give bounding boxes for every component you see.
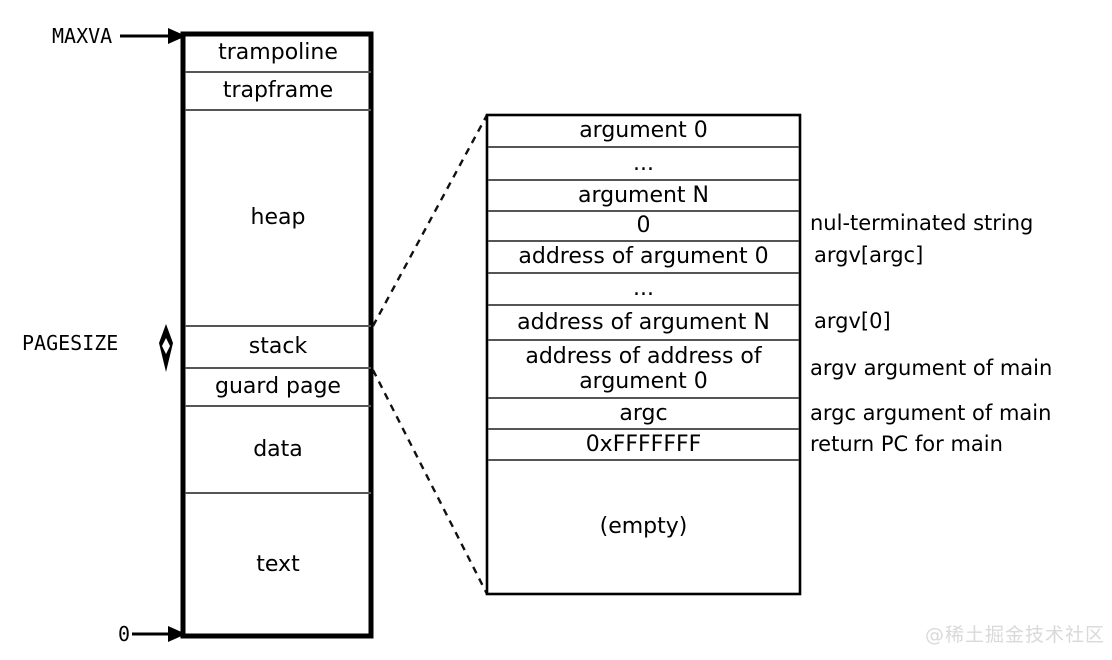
stack-detail-row-return-pc: 0xFFFFFFF xyxy=(585,431,702,457)
connector-bottom-dashed xyxy=(371,369,489,595)
stack-detail-row-argument-0: argument 0 xyxy=(579,118,708,144)
stack-detail-row-zero: 0 xyxy=(636,213,651,239)
zero-arrow-head xyxy=(168,626,186,642)
annotation-return-pc-for-main: return PC for main xyxy=(810,432,1003,456)
watermark: @稀土掘金技术社区 xyxy=(925,624,1106,646)
annotation-nul-terminated-string: nul-terminated string xyxy=(810,211,1034,235)
maxva-arrow-head xyxy=(168,28,186,44)
address-space-row-text: text xyxy=(256,551,300,577)
address-space-row-stack: stack xyxy=(248,334,308,360)
pagesize-label: PAGESIZE xyxy=(22,331,119,355)
maxva-label: MAXVA xyxy=(52,24,113,48)
annotation-argv-argument-of-main: argv argument of main xyxy=(810,356,1053,380)
annotation-argv-0: argv[0] xyxy=(814,309,891,333)
address-space-row-trapframe: trapframe xyxy=(222,78,334,104)
annotation-argv-argc: argv[argc] xyxy=(814,243,924,267)
address-space-row-guard-page: guard page xyxy=(215,374,341,400)
zero-label: 0 xyxy=(118,622,131,646)
annotation-argc-argument-of-main: argc argument of main xyxy=(810,401,1052,425)
stack-detail-row-argument-n: argument N xyxy=(577,182,710,208)
address-space-row-data: data xyxy=(253,436,303,462)
pagesize-double-arrow-inner xyxy=(162,338,170,354)
stack-detail-row-address-of-argument-0: address of argument 0 xyxy=(518,244,769,270)
stack-detail-row-ellipsis-args: ... xyxy=(633,150,654,176)
stack-detail-box xyxy=(485,113,802,596)
address-space-row-trampoline: trampoline xyxy=(218,40,338,66)
connector-top-dashed xyxy=(371,114,489,327)
address-space-box xyxy=(180,31,374,639)
stack-detail-row-ellipsis-addresses: ... xyxy=(633,276,654,302)
stack-detail-row-address-of-address-of-argument-0: address of address of argument 0 xyxy=(525,343,762,394)
stack-detail-row-argc: argc xyxy=(619,400,668,426)
stack-detail-row-address-of-argument-n: address of argument N xyxy=(517,309,770,335)
address-space-row-heap: heap xyxy=(250,205,306,231)
stack-detail-row-empty: (empty) xyxy=(599,514,688,540)
